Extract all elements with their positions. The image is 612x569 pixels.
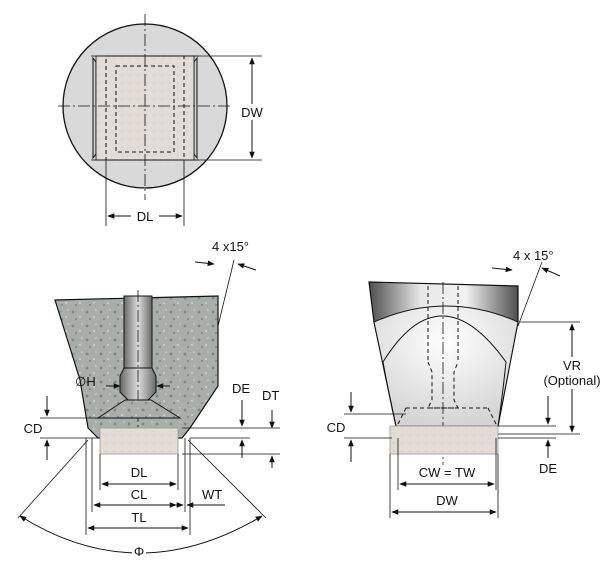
dt-label: DT bbox=[262, 388, 279, 403]
cw-tw-label: CW = TW bbox=[419, 465, 476, 480]
dw-right-label: DW bbox=[436, 493, 458, 508]
insert-right bbox=[389, 425, 499, 455]
cd-right-label: CD bbox=[327, 420, 346, 435]
phi-label: Φ bbox=[134, 544, 144, 559]
right-section-view: 4 x 15° VR (Optional) CD DE CW = TW DW bbox=[327, 248, 605, 518]
wt-label: WT bbox=[202, 487, 222, 502]
chamfer-right-label: 4 x 15° bbox=[513, 248, 554, 263]
left-section-view: CD ∅H 4 x15° DE DT DL CL TL bbox=[17, 239, 280, 559]
de-left-label: DE bbox=[232, 381, 250, 396]
vr-label: VR bbox=[563, 358, 581, 373]
de-right-label: DE bbox=[539, 461, 557, 476]
cl-label: CL bbox=[131, 487, 148, 502]
insert-left bbox=[99, 427, 179, 455]
top-view: DW DL bbox=[58, 14, 266, 226]
dl-top-label: DL bbox=[137, 209, 154, 224]
chamfer-left-label: 4 x15° bbox=[212, 239, 249, 254]
tl-label: TL bbox=[131, 510, 146, 525]
cd-left-label: CD bbox=[24, 421, 43, 436]
dl-bottom-label: DL bbox=[131, 465, 148, 480]
dia-h-label: ∅H bbox=[75, 374, 96, 389]
vr-note-label: (Optional) bbox=[543, 373, 600, 388]
dw-top-label: DW bbox=[241, 105, 263, 120]
